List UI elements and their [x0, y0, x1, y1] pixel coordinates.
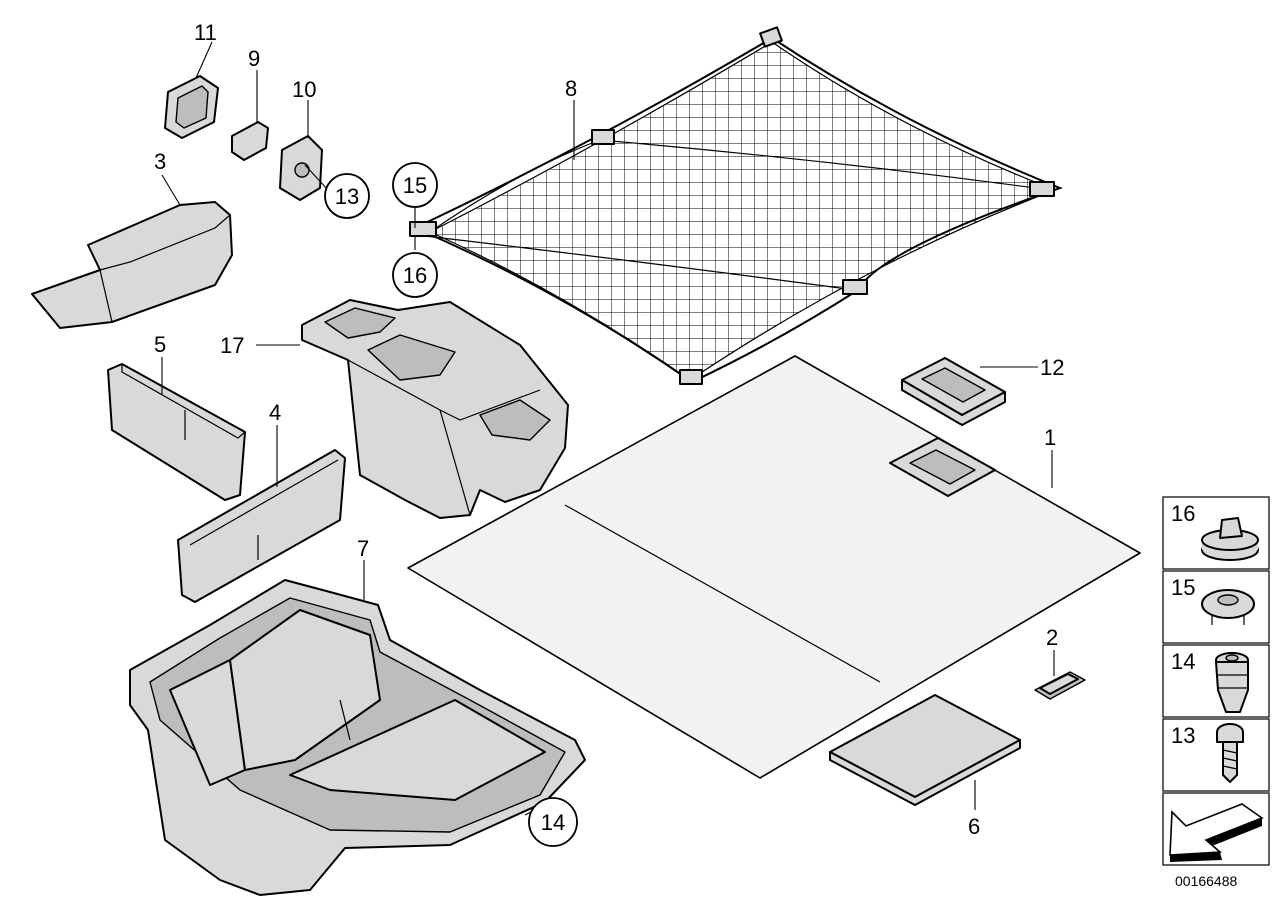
label-part-3: 3: [154, 149, 166, 174]
circled-labels: 13 15 16 14: [324, 162, 578, 847]
screw-icon: [1216, 723, 1244, 783]
clip-16-icon: [1201, 517, 1259, 561]
circled-label-13: 13: [335, 184, 359, 209]
part-number-labels: 11 9 10 3 5 17 4 8 7 12 1 2 6: [154, 20, 1064, 839]
label-part-1: 1: [1044, 425, 1056, 450]
floor-mat-part-1: [407, 355, 1141, 779]
document-number: 00166488: [1175, 873, 1238, 889]
panel-part-5: [107, 363, 246, 501]
expanding-rivet-icon: [1215, 652, 1249, 713]
circled-label-15: 15: [403, 173, 427, 198]
label-part-2: 2: [1046, 625, 1058, 650]
legend-label-16: 16: [1171, 501, 1195, 526]
legend-label-14: 14: [1171, 649, 1195, 674]
bracket-part-10: [279, 135, 323, 201]
cover-panel-part-6: [829, 694, 1021, 806]
label-part-7: 7: [357, 536, 369, 561]
luggage-net-part-8: [409, 26, 1063, 385]
cap-part-9: [231, 121, 269, 161]
circled-label-16: 16: [403, 263, 427, 288]
label-part-5: 5: [154, 332, 166, 357]
legend-label-15: 15: [1171, 575, 1195, 600]
bracket-part-11: [164, 75, 219, 139]
leader-lines: [161, 41, 1055, 816]
storage-tray-part-17: [301, 299, 569, 519]
label-part-8: 8: [565, 76, 577, 101]
label-part-4: 4: [269, 400, 281, 425]
circled-label-14: 14: [541, 810, 565, 835]
label-part-9: 9: [248, 46, 260, 71]
label-part-6: 6: [968, 814, 980, 839]
fastener-legend-panel: 16 15 14 13: [1162, 496, 1270, 866]
clip-15-icon: [1201, 589, 1255, 625]
legend-label-13: 13: [1171, 723, 1195, 748]
orientation-arrow-icon: [1169, 803, 1264, 862]
label-part-17: 17: [220, 333, 244, 358]
panel-part-4: [177, 449, 346, 603]
label-part-11: 11: [194, 20, 217, 45]
label-part-10: 10: [292, 77, 316, 102]
side-trim-part-3: [31, 201, 233, 329]
trunk-tub-part-7: [129, 579, 586, 896]
clip-part-2: [1034, 671, 1086, 700]
label-part-12: 12: [1040, 355, 1064, 380]
grommet-part-12: [901, 357, 1006, 426]
